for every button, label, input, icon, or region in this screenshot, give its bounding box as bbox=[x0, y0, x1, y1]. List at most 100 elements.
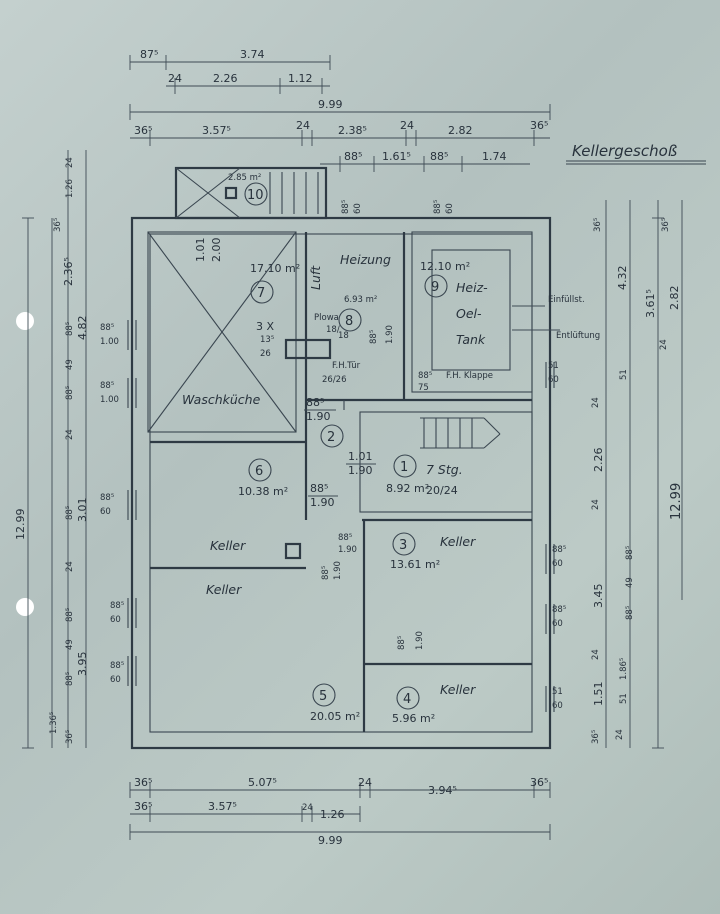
luft-label: Luft bbox=[308, 265, 323, 290]
dim-top-r4f: 2.82 bbox=[448, 124, 473, 137]
dim-right-b5: 2.82 bbox=[668, 286, 681, 311]
door-10-a: 88⁵ bbox=[433, 200, 443, 214]
window-8-b: 60 bbox=[552, 701, 563, 711]
dim-right-b7: 51 bbox=[619, 369, 629, 380]
door-4-a: 88⁵ bbox=[338, 533, 352, 543]
dim-right-b15: 24 bbox=[591, 649, 601, 660]
room-1-area: 8.92 m² bbox=[386, 482, 429, 495]
window-5-a: 88⁵ bbox=[110, 661, 124, 671]
door-6-b: 1.90 bbox=[415, 631, 425, 650]
room-3-number: 3 bbox=[399, 538, 407, 553]
sheet-title: Kellergeschoß bbox=[572, 142, 677, 160]
dim-top-r5b: 1.61⁵ bbox=[382, 150, 411, 163]
dim-right-b18: 51 bbox=[619, 693, 629, 704]
dim-left-a18: 36⁵ bbox=[65, 730, 75, 744]
room-8-area: 6.93 m² bbox=[344, 295, 377, 305]
room-2-number: 2 bbox=[327, 430, 335, 445]
room-1-sub: 20/24 bbox=[426, 484, 458, 497]
window-4-a: 88⁵ bbox=[110, 601, 124, 611]
dim-top-r4d: 2.38⁵ bbox=[338, 124, 367, 137]
dim-top-r2a: 24 bbox=[168, 72, 182, 85]
room-4-area: 5.96 m² bbox=[392, 712, 435, 725]
fh-tuer-label: F.H.Tür bbox=[332, 361, 361, 371]
dim-left-a4: 2.36⁵ bbox=[62, 257, 75, 286]
window-9-a: 51 bbox=[548, 361, 559, 371]
dim-right-b19: 24 bbox=[615, 729, 625, 740]
room-9-number: 9 bbox=[431, 280, 439, 295]
window-annotations: 88⁵ 1.00 88⁵ 1.00 88⁵ 60 88⁵ 60 88⁵ 60 8… bbox=[100, 320, 566, 712]
dim-right-total: 12.99 bbox=[669, 483, 684, 520]
room-8-number: 8 bbox=[345, 314, 353, 329]
door-3-a: 88⁵ bbox=[310, 482, 328, 495]
door-7-b: 1.90 bbox=[385, 325, 395, 344]
dim-top-r5c: 88⁵ bbox=[430, 150, 448, 163]
dim-right-b11: 3.45 bbox=[592, 584, 605, 609]
door-8-b: 2.00 bbox=[210, 238, 223, 263]
dim-left-a11: 3.01 bbox=[76, 498, 89, 523]
window-8-a: 51 bbox=[552, 687, 563, 697]
dim-left-total: 12.99 bbox=[14, 509, 27, 541]
dim-left-a5: 4.82 bbox=[76, 316, 89, 341]
window-9-b: 60 bbox=[548, 375, 559, 385]
room-5-area: 20.05 m² bbox=[310, 710, 360, 723]
dim-left-a3: 36⁵ bbox=[53, 218, 63, 232]
dim-top-r2b: 2.26 bbox=[213, 72, 238, 85]
room-10-area: 2.85 m² bbox=[228, 173, 261, 183]
room-7-area: 17.10 m² bbox=[250, 262, 300, 275]
door-2-a: 1.01 bbox=[348, 450, 373, 463]
room-8-label: Heizung bbox=[340, 252, 391, 267]
room-7-label: Waschküche bbox=[182, 392, 261, 407]
door-9-b: 60 bbox=[353, 203, 363, 214]
dim-right-b17: 1.51 bbox=[592, 682, 605, 707]
dim-bottom-r1c: 24 bbox=[358, 776, 372, 789]
dim-left-a13: 88⁵ bbox=[65, 608, 75, 622]
door-annotations: 88⁵ 1.90 1.01 1.90 88⁵ 1.90 88⁵ 1.90 88⁵… bbox=[194, 200, 455, 650]
window-6-b: 60 bbox=[552, 559, 563, 569]
dim-bottom-r2c: 24 bbox=[302, 803, 313, 813]
dim-top-r5a: 88⁵ bbox=[344, 150, 362, 163]
door-11-a: 88⁵ bbox=[418, 371, 432, 381]
dim-left-a10: 88⁵ bbox=[65, 506, 75, 520]
dim-right-b12: 88⁵ bbox=[625, 546, 635, 560]
dim-right-b20: 36⁵ bbox=[591, 730, 601, 744]
dim-top-r1a: 87⁵ bbox=[140, 48, 158, 61]
dim-left-a15: 88⁵ bbox=[65, 672, 75, 686]
dim-right-b3: 36⁵ bbox=[661, 218, 671, 232]
dim-right-b16: 1.86⁵ bbox=[619, 658, 629, 680]
entlueftung-label: Entlüftung bbox=[556, 331, 600, 341]
dim-right-b13: 49 bbox=[625, 577, 635, 588]
dim-top-r2c: 1.12 bbox=[288, 72, 313, 85]
dim-left-a2: 1.26 bbox=[65, 179, 75, 198]
door-1-a: 88⁵ bbox=[306, 396, 324, 409]
dim-top-r4c: 24 bbox=[296, 119, 310, 132]
dim-bottom-r2a: 36⁵ bbox=[134, 800, 152, 813]
dim-right-b10: 24 bbox=[591, 499, 601, 510]
door-4-b: 1.90 bbox=[338, 545, 357, 555]
door-6-a: 88⁵ bbox=[397, 636, 407, 650]
room-3-area: 13.61 m² bbox=[390, 558, 440, 571]
plowa-size: 18/ bbox=[326, 325, 340, 335]
room-5-label: Keller bbox=[206, 582, 242, 597]
fh-tuer-size: 26/26 bbox=[322, 375, 347, 385]
three-x-b: 26 bbox=[260, 349, 271, 359]
dim-right-b9: 2.26 bbox=[592, 448, 605, 473]
dim-left-a9: 24 bbox=[65, 429, 75, 440]
room-9-label2: Oel- bbox=[456, 306, 482, 321]
room-9-label3: Tank bbox=[456, 332, 486, 347]
dim-left-a17: 1.36⁵ bbox=[49, 712, 59, 734]
door-7-a: 88⁵ bbox=[369, 330, 379, 344]
dim-bottom-r1a: 36⁵ bbox=[134, 776, 152, 789]
punch-hole-bottom bbox=[16, 598, 34, 616]
dim-right-b1: 36⁵ bbox=[593, 218, 603, 232]
room-6-label: Keller bbox=[210, 538, 246, 553]
plowa-label: Plowa bbox=[314, 313, 339, 323]
einfuell-label: Einfüllst. bbox=[548, 295, 585, 305]
door-5-b: 1.90 bbox=[333, 561, 343, 580]
window-2-a: 88⁵ bbox=[100, 381, 114, 391]
dim-left-a14: 49 bbox=[65, 639, 75, 650]
dim-bottom-total: 9.99 bbox=[318, 834, 343, 847]
window-1-a: 88⁵ bbox=[100, 323, 114, 333]
room-6-area: 10.38 m² bbox=[238, 485, 288, 498]
dim-right-b6: 24 bbox=[659, 339, 669, 350]
window-1-b: 1.00 bbox=[100, 337, 119, 347]
